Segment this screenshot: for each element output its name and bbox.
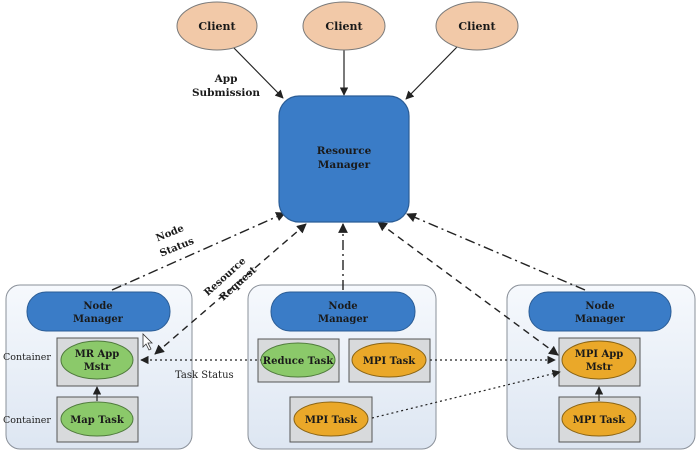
mpi-app-master-label-2: Mstr xyxy=(586,362,613,373)
node-manager-left xyxy=(26,291,171,332)
arrow-client-left-to-rm xyxy=(231,45,284,99)
arrow-resource-request-right xyxy=(377,221,559,356)
resource-manager-label-2: Manager xyxy=(318,159,371,171)
node-manager-middle xyxy=(270,291,416,332)
resource-manager-box xyxy=(278,95,410,223)
client-label-middle: Client xyxy=(325,20,363,33)
mpi-app-master-label-1: MPI App xyxy=(575,349,624,360)
mpi-task-mid-bottom xyxy=(293,401,369,437)
container-label-2: Container xyxy=(3,415,51,426)
map-task xyxy=(60,401,134,437)
mpi-task-right-label: MPI Task xyxy=(573,415,626,426)
arrow-task-status-mpi-bottom-to-mpi-master xyxy=(371,369,561,419)
node-manager-left-label-1: Node xyxy=(83,301,112,312)
node-manager-middle-label-2: Manager xyxy=(318,314,369,325)
mpi-task-mid-top xyxy=(351,342,427,378)
app-submission-label-2: Submission xyxy=(192,87,260,99)
mr-app-master xyxy=(60,340,134,380)
node-manager-middle-label-1: Node xyxy=(328,301,357,312)
resource-manager-label-1: Resource xyxy=(317,145,372,157)
reduce-task xyxy=(260,342,336,378)
reduce-task-label: Reduce Task xyxy=(263,356,334,367)
mpi-task-mid-bottom-label: MPI Task xyxy=(305,415,358,426)
client-label-left: Client xyxy=(198,20,236,33)
container-label-1: Container xyxy=(3,352,51,363)
arrow-node-status-left xyxy=(111,212,286,291)
task-status-label: Task Status xyxy=(175,370,234,381)
node-manager-left-label-2: Manager xyxy=(73,314,124,325)
mr-app-master-label-1: MR App xyxy=(75,349,120,360)
mpi-app-master xyxy=(561,340,637,380)
arrow-client-right-to-rm xyxy=(405,46,458,100)
app-submission-label-1: App xyxy=(214,73,238,85)
node-manager-right-label-1: Node xyxy=(585,301,614,312)
client-label-right: Client xyxy=(458,20,496,33)
map-task-label: Map Task xyxy=(70,415,125,426)
client-node-right xyxy=(435,1,519,51)
mpi-task-mid-top-label: MPI Task xyxy=(363,356,416,367)
mouse-cursor-icon xyxy=(142,333,153,351)
arrow-resource-request-left xyxy=(154,223,307,355)
mr-app-master-label-2: Mstr xyxy=(84,362,111,373)
node-manager-right-label-2: Manager xyxy=(575,314,626,325)
client-node-middle xyxy=(302,1,386,51)
node-manager-right xyxy=(528,291,672,332)
client-node-left xyxy=(176,1,258,51)
mpi-task-right xyxy=(561,401,637,437)
arrow-node-status-right xyxy=(406,212,586,291)
